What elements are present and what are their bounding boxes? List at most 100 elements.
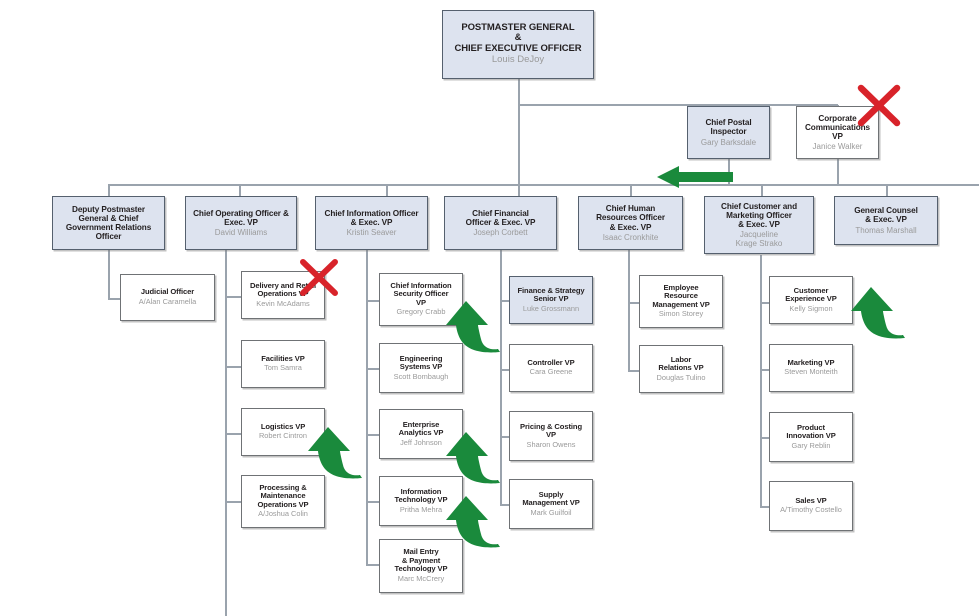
connector-cio-arm-4	[366, 501, 380, 503]
node-person-name: Jeff Johnson	[400, 437, 442, 447]
connector-inspector-bus	[518, 104, 838, 106]
node-person-name: Joseph Corbett	[473, 228, 528, 238]
node-person-name: A/Timothy Costello	[780, 505, 842, 515]
connector-deputy-drop	[108, 184, 110, 196]
node-person-name: Kristin Seaver	[346, 228, 397, 238]
node-person-name: Simon Storey	[658, 309, 704, 319]
node-person-name: Sharon Owens	[526, 439, 576, 449]
node-title: POSTMASTER GENERAL & CHIEF EXECUTIVE OFF…	[454, 21, 582, 54]
connector-ccmo-arm-1	[760, 302, 770, 304]
connector-ccmo-spine	[760, 255, 762, 508]
node-person-name: Robert Cintron	[258, 431, 308, 441]
connector-judicial-arm	[108, 298, 121, 300]
connector-cio-arm-1	[366, 300, 380, 302]
node-title: Sales VP	[795, 495, 827, 505]
node-logistics-vp[interactable]: Logistics VP Robert Cintron	[241, 408, 325, 456]
node-person-name: Douglas Tulino	[656, 372, 706, 382]
connector-cio-arm-3	[366, 434, 380, 436]
node-person-name: Louis DeJoy	[491, 54, 545, 66]
node-facilities-vp[interactable]: Facilities VP Tom Samra	[241, 340, 325, 388]
connector-chro-arm-2	[628, 370, 640, 372]
node-person-name: Marc McCrery	[397, 573, 445, 583]
connector-deputy-spine	[108, 249, 110, 299]
node-general-counsel[interactable]: General Counsel& Exec. VP Thomas Marshal…	[834, 196, 938, 245]
node-title: Facilities VP	[261, 353, 305, 363]
connector-level2-bus	[108, 184, 979, 186]
node-person-name: Steven Monteith	[784, 367, 838, 377]
node-title: Marketing VP	[787, 357, 835, 367]
node-person-name: Janice Walker	[812, 142, 863, 152]
node-person-name: Pritha Mehra	[399, 504, 443, 514]
connector-cio-drop	[386, 184, 388, 196]
connector-ceo-stem	[518, 79, 520, 185]
connector-cio-arm-2	[366, 368, 380, 370]
node-chief-operating-officer[interactable]: Chief Operating Officer &Exec. VP David …	[185, 196, 297, 250]
node-title: Chief Information Officer& Exec. VP	[324, 208, 419, 227]
green-arrow-to-ciso-icon	[446, 301, 500, 353]
connector-cfo-arm-1	[500, 300, 510, 302]
node-title: General Counsel& Exec. VP	[854, 206, 918, 225]
connector-cfo-arm-3	[500, 436, 510, 438]
node-marketing-vp[interactable]: Marketing VP Steven Monteith	[769, 344, 853, 392]
node-judicial-officer[interactable]: Judicial Officer A/Alan Caramella	[120, 274, 215, 321]
node-person-name: Cara Greene	[529, 367, 573, 377]
green-arrow-to-customer-experience-icon	[851, 287, 905, 339]
node-controller-vp[interactable]: Controller VP Cara Greene	[509, 344, 593, 392]
node-title: Logistics VP	[260, 421, 306, 431]
connector-ccmo-arm-3	[760, 437, 770, 439]
green-arrow-to-logistics-icon	[308, 427, 362, 479]
node-title: Controller VP	[527, 357, 575, 367]
node-person-name: Thomas Marshall	[855, 225, 917, 235]
node-person-name: A/Joshua Colin	[258, 509, 308, 519]
node-title: Judicial Officer	[140, 287, 195, 297]
connector-coo-arm-1	[225, 296, 242, 298]
connector-coo-arm-4	[225, 501, 242, 503]
connector-ccmo-drop	[761, 184, 763, 196]
node-postmaster-general-ceo[interactable]: POSTMASTER GENERAL & CHIEF EXECUTIVE OFF…	[442, 10, 594, 79]
node-person-name: Isaac Cronkhite	[602, 232, 659, 242]
node-chief-information-officer[interactable]: Chief Information Officer& Exec. VP Kris…	[315, 196, 428, 250]
node-title: Chief Operating Officer &Exec. VP	[193, 208, 289, 227]
connector-cio-arm-5	[366, 564, 380, 566]
node-person-name: Scott Bombaugh	[393, 371, 449, 381]
green-arrow-to-chro-icon	[657, 166, 733, 188]
green-arrow-to-enterprise-analytics-icon	[446, 432, 500, 484]
connector-coo-arm-3	[225, 433, 242, 435]
connector-chro-drop	[630, 184, 632, 196]
node-sales-vp[interactable]: Sales VP A/Timothy Costello	[769, 481, 853, 531]
connector-cfo-drop	[518, 184, 520, 196]
